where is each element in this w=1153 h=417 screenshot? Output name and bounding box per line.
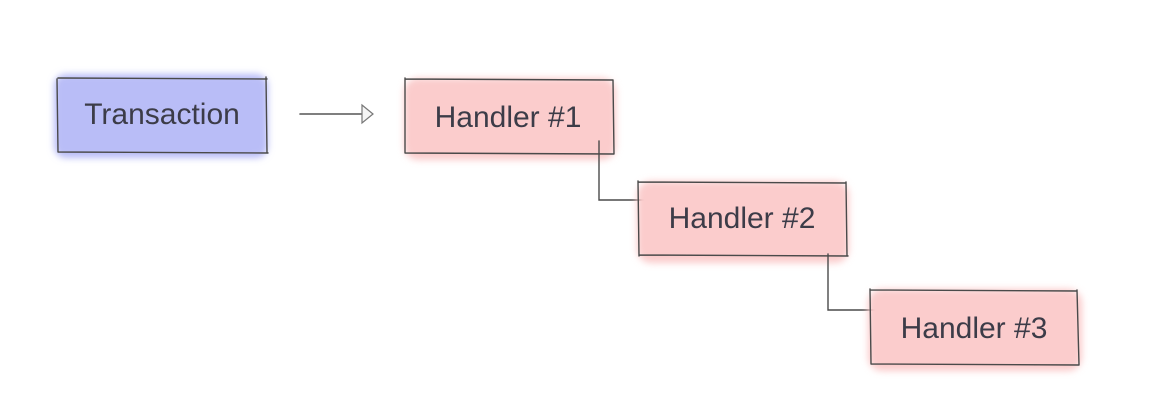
handler2-wash	[637, 181, 849, 263]
handler1-label: Handler #1	[435, 101, 582, 134]
handler3-label: Handler #3	[901, 312, 1048, 345]
transaction-label: Transaction	[84, 98, 240, 131]
handler2-box	[637, 180, 849, 257]
handler3-node: Handler #3	[868, 288, 1082, 371]
transaction-wash	[54, 74, 268, 158]
handler1-to-handler2-connector	[598, 140, 649, 201]
handler3-box	[869, 288, 1080, 366]
handler2-label: Handler #2	[669, 202, 816, 235]
handler2-to-handler3-connector	[827, 253, 881, 311]
handler1-box	[404, 77, 615, 155]
transaction-box	[56, 76, 269, 154]
transaction-node: Transaction	[54, 74, 269, 158]
handler2-node: Handler #2	[637, 180, 849, 263]
arrow-head-icon	[361, 103, 374, 125]
handler1-node: Handler #1	[404, 77, 616, 160]
transaction-to-handler1-arrow	[299, 103, 374, 125]
handler1-wash	[404, 78, 616, 160]
handler3-wash	[868, 289, 1082, 371]
